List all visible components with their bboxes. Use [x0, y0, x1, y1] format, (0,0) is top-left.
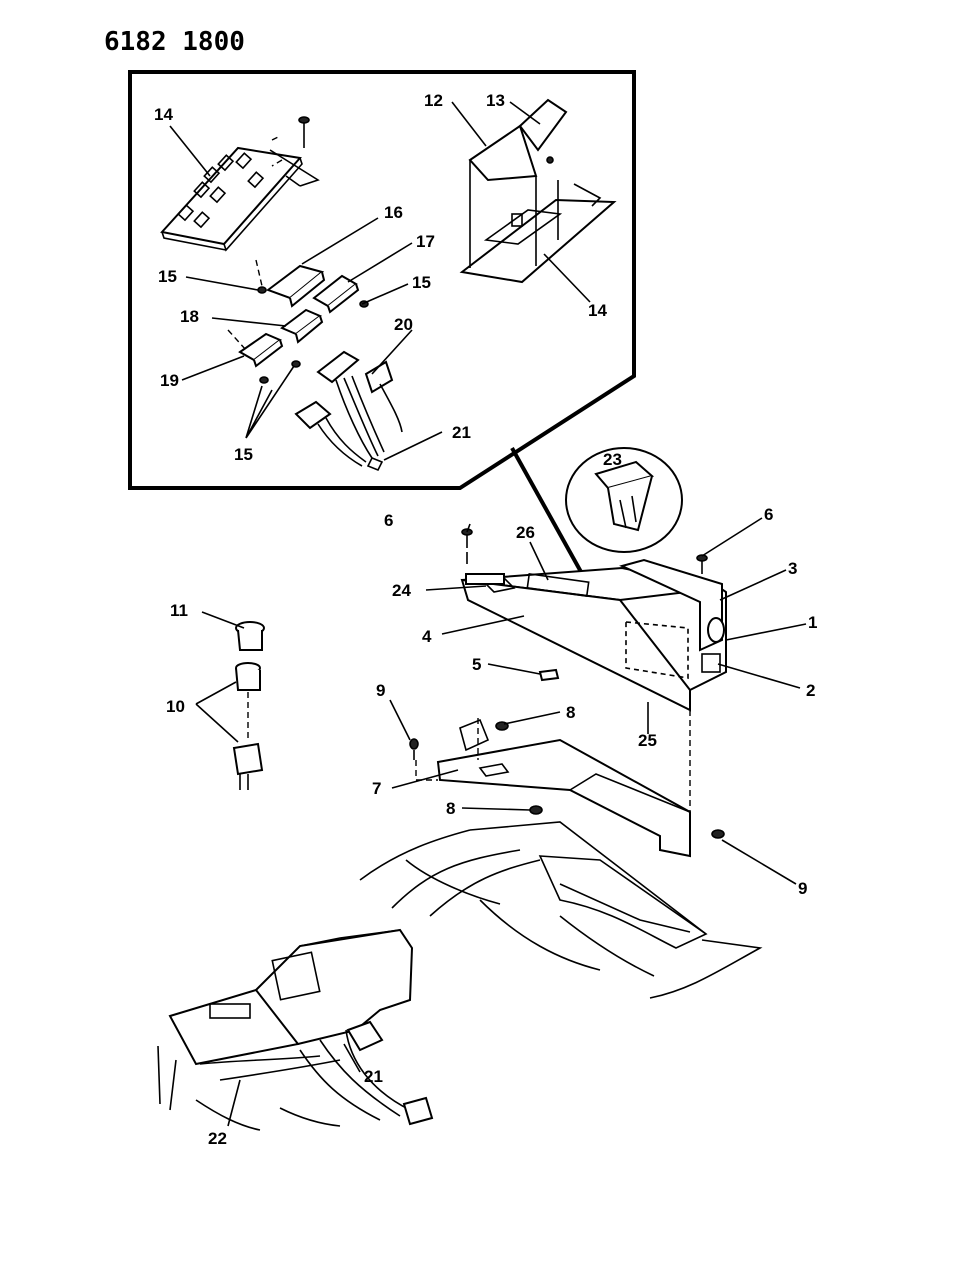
- callout-20: 20: [394, 315, 413, 334]
- callout-5: 5: [472, 655, 481, 674]
- wiring-harness: [294, 350, 403, 472]
- diagram-code: 6182 1800: [104, 27, 245, 57]
- callout-7: 7: [372, 779, 381, 798]
- callout-1: 1: [808, 613, 817, 632]
- console-mounting-bracket: [409, 710, 725, 858]
- switch-panel: [160, 146, 320, 252]
- callout-23: 23: [603, 450, 622, 469]
- callout-24: 24: [392, 581, 411, 600]
- callout-10: 10: [166, 697, 185, 716]
- callout-labels: 14 12 13 16 17 15 15 14 18 20 19 21 15 2…: [154, 91, 817, 1148]
- callout-8-bottom: 8: [446, 799, 455, 818]
- callout-15-right: 15: [412, 273, 431, 292]
- screw: [271, 116, 310, 167]
- callout-17: 17: [416, 232, 435, 251]
- callout-9-right: 9: [798, 879, 807, 898]
- callout-12: 12: [424, 91, 443, 110]
- window-switches: [227, 259, 369, 384]
- callout-15-bottom: 15: [234, 445, 253, 464]
- callout-13: 13: [486, 91, 505, 110]
- callout-21-installed: 21: [364, 1067, 383, 1086]
- callout-11: 11: [170, 601, 188, 620]
- retainer-clip-detail: [565, 447, 683, 553]
- callout-8-top: 8: [566, 703, 575, 722]
- callout-26: 26: [516, 523, 535, 542]
- callout-14-inset-left: 14: [154, 105, 173, 124]
- switch-and-wiring-detail: [128, 70, 636, 490]
- ashtray-assembly: [459, 98, 617, 284]
- callout-21-inset: 21: [452, 423, 471, 442]
- callout-18: 18: [180, 307, 199, 326]
- callout-3: 3: [788, 559, 797, 578]
- callout-16: 16: [384, 203, 403, 222]
- callout-19: 19: [160, 371, 179, 390]
- callout-25: 25: [638, 731, 657, 750]
- console-screws: [461, 528, 708, 682]
- floor-tunnel: [359, 821, 763, 999]
- cigar-lighter: [232, 621, 265, 790]
- console-assembly: [460, 558, 727, 712]
- callout-14-inset-right: 14: [588, 301, 607, 320]
- callout-2: 2: [806, 681, 815, 700]
- leader-lines: [195, 517, 807, 1127]
- callout-4: 4: [422, 627, 432, 646]
- callout-6-right: 6: [764, 505, 773, 524]
- console-installed-view: [157, 928, 434, 1131]
- callout-9-left: 9: [376, 681, 385, 700]
- callout-15-left: 15: [158, 267, 177, 286]
- callout-22: 22: [208, 1129, 227, 1148]
- callout-6-left: 6: [384, 511, 393, 530]
